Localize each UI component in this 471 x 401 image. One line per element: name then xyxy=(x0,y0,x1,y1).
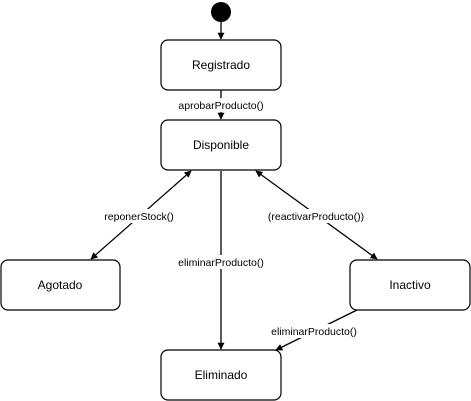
state-eliminado-label: Eliminado xyxy=(195,368,248,382)
transition-eliminar-disponible-label: eliminarProducto() xyxy=(172,255,270,269)
state-registrado-label: Registrado xyxy=(192,58,250,72)
state-agotado-label: Agotado xyxy=(38,278,83,292)
transition-aprobar-text: aprobarProducto() xyxy=(178,100,263,112)
state-agotado: Agotado xyxy=(0,259,121,311)
transition-eliminar-inactivo-text: eliminarProducto() xyxy=(271,326,357,338)
initial-state-node xyxy=(211,2,231,22)
transition-reponer-label: reponerStock() xyxy=(100,209,178,223)
transition-reactivar-text: (reactivarProducto()) xyxy=(268,211,364,223)
state-disponible: Disponible xyxy=(160,119,282,171)
state-inactivo: Inactivo xyxy=(349,259,471,311)
state-inactivo-label: Inactivo xyxy=(389,278,431,292)
state-eliminado: Eliminado xyxy=(160,349,282,401)
transition-reponer-text: reponerStock() xyxy=(104,211,173,223)
transition-aprobar-label: aprobarProducto() xyxy=(170,98,274,112)
transition-eliminar-inactivo-label: eliminarProducto() xyxy=(266,324,362,338)
transition-eliminar-disponible-text: eliminarProducto() xyxy=(178,257,264,269)
transition-reactivar-label: (reactivarProducto()) xyxy=(263,209,369,223)
state-registrado: Registrado xyxy=(160,39,282,91)
state-disponible-label: Disponible xyxy=(193,138,249,152)
